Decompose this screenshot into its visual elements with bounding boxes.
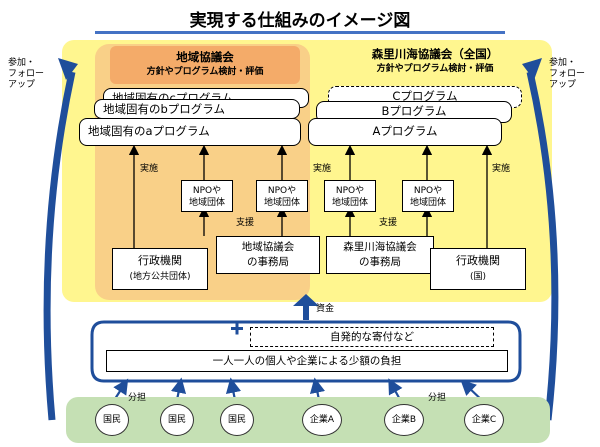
label-share-left: 分担 (128, 393, 147, 403)
gov-local: 行政機関 (地方公共団体) (112, 248, 208, 290)
gov-national: 行政機関 (国) (430, 248, 526, 290)
gov-local-sub: (地方公共団体) (129, 272, 191, 282)
participate-arrow-left (43, 71, 76, 421)
contributor-6: 企業C (464, 404, 504, 436)
small-contribution: 一人一人の個人や企業による少額の負担 (106, 350, 508, 372)
gov-national-name: 行政機関 (456, 254, 500, 267)
program-local-a: 地域固有のaプログラム (79, 118, 301, 146)
program-national-a: Aプログラム (308, 118, 502, 146)
gov-national-sub: (国) (469, 272, 487, 282)
contributor-4: 企業A (302, 404, 342, 436)
contributor-5: 企業B (384, 404, 424, 436)
voluntary-donation: 自発的な寄付など (250, 327, 494, 347)
npo-box-2: NPOや 地域団体 (256, 180, 308, 212)
program-local-b: 地域固有のbプログラム (94, 99, 300, 119)
npo-box-1: NPOや 地域団体 (181, 180, 233, 212)
gov-local-name: 行政機関 (138, 254, 182, 267)
national-council-name: 森里川海協議会（全国） (371, 47, 499, 61)
npo-box-4: NPOや 地域団体 (402, 180, 454, 212)
npo-box-3: NPOや 地域団体 (324, 180, 376, 212)
label-support-local: 支援 (236, 218, 255, 228)
page-title: 実現する仕組みのイメージ図 (189, 11, 411, 31)
contributor-3: 国民 (220, 404, 254, 436)
local-council-name: 地域協議会 (176, 50, 234, 64)
label-support-national: 支援 (379, 218, 398, 228)
label-implement-local: 実施 (140, 164, 159, 174)
label-participate-left: 参加・ フォロー アップ (8, 58, 45, 90)
label-share-right: 分担 (428, 393, 447, 403)
label-funds: 資金 (316, 304, 335, 314)
label-implement-national: 実施 (492, 164, 511, 174)
national-council-role: 方針やプログラム検討・評価 (376, 64, 494, 74)
local-council-header-bg (110, 46, 300, 84)
label-implement-npo: 実施 (313, 164, 332, 174)
funds-arrow (293, 294, 319, 320)
secretariat-local: 地域協議会 の事務局 (216, 236, 320, 274)
contributor-1: 国民 (95, 404, 129, 436)
participate-arrow-right (526, 71, 559, 421)
secretariat-national: 森里川海協議会 の事務局 (326, 236, 434, 274)
label-participate-right: 参加・ フォロー アップ (549, 58, 586, 90)
title-underline (95, 31, 505, 34)
contributor-2: 国民 (160, 404, 194, 436)
local-council-role: 方針やプログラム検討・評価 (146, 67, 264, 77)
